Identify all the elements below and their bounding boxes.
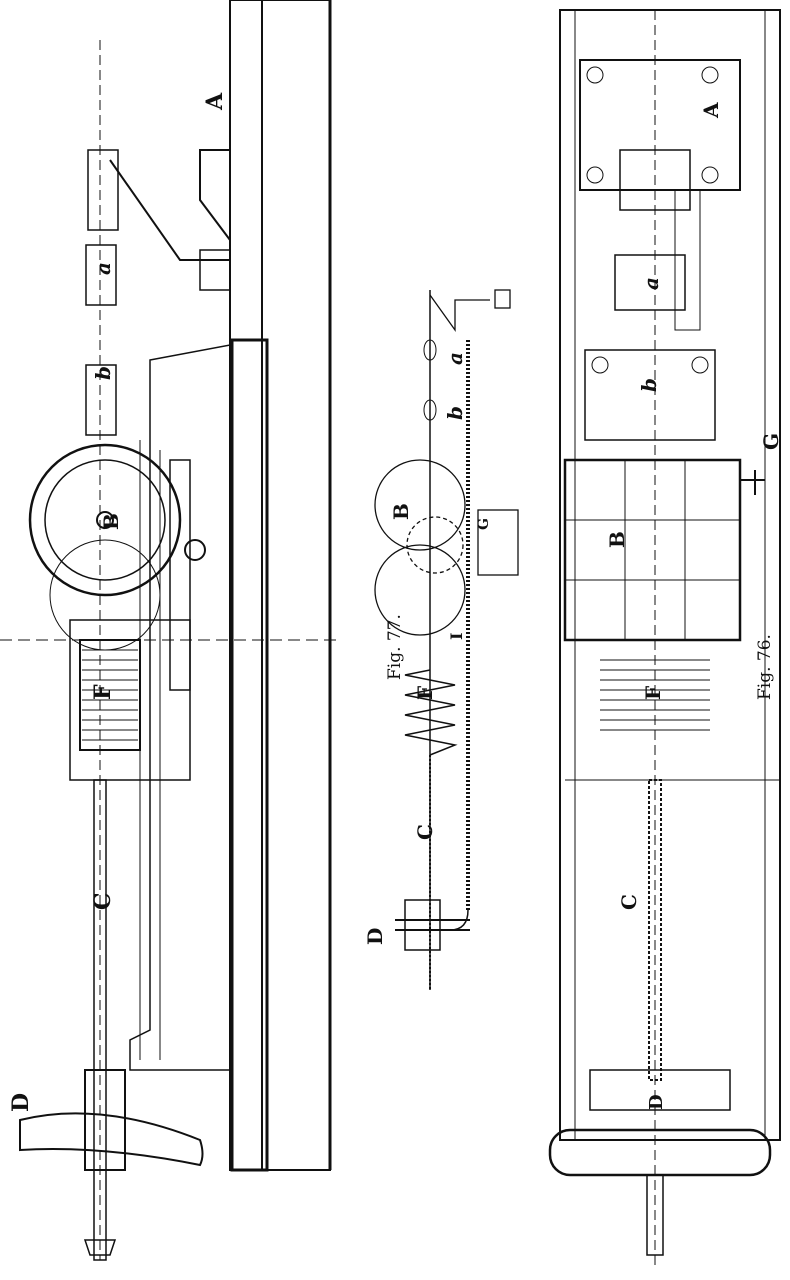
label-D: D bbox=[8, 1093, 34, 1112]
label-a: a bbox=[639, 277, 663, 290]
label-b: b bbox=[91, 366, 115, 380]
label-I: I bbox=[447, 633, 466, 640]
label-C: C bbox=[413, 824, 437, 840]
label-a: a bbox=[91, 262, 115, 275]
fig-76-caption: Fig. 76. bbox=[755, 634, 775, 700]
label-D: D bbox=[646, 1094, 667, 1110]
label-G: G bbox=[476, 518, 492, 530]
side-view-labels: A a b B F C D bbox=[8, 92, 228, 1112]
fig-76-labels: A a b G B Fig. 76. F C D bbox=[605, 102, 783, 1110]
label-b: b bbox=[637, 378, 661, 392]
label-F: F bbox=[90, 684, 116, 700]
label-B: B bbox=[605, 531, 629, 548]
label-G: G bbox=[759, 433, 783, 450]
fig-77-caption: Fig. 77. bbox=[385, 614, 405, 680]
side-view-drawing bbox=[0, 0, 340, 1261]
label-b: b bbox=[443, 406, 467, 420]
fig-77-drawing bbox=[374, 289, 519, 990]
label-D: D bbox=[363, 928, 387, 945]
label-C: C bbox=[90, 892, 116, 910]
fig-76-drawing bbox=[548, 9, 781, 1270]
label-a: a bbox=[443, 352, 467, 365]
label-A: A bbox=[699, 102, 723, 119]
fig-77-labels: Fig. 77. a b B G F I C D bbox=[363, 352, 492, 945]
label-F: F bbox=[413, 686, 437, 700]
label-A: A bbox=[202, 92, 228, 111]
label-B: B bbox=[389, 503, 413, 520]
label-C: C bbox=[617, 894, 641, 910]
label-B: B bbox=[99, 513, 123, 530]
label-F: F bbox=[641, 686, 665, 700]
